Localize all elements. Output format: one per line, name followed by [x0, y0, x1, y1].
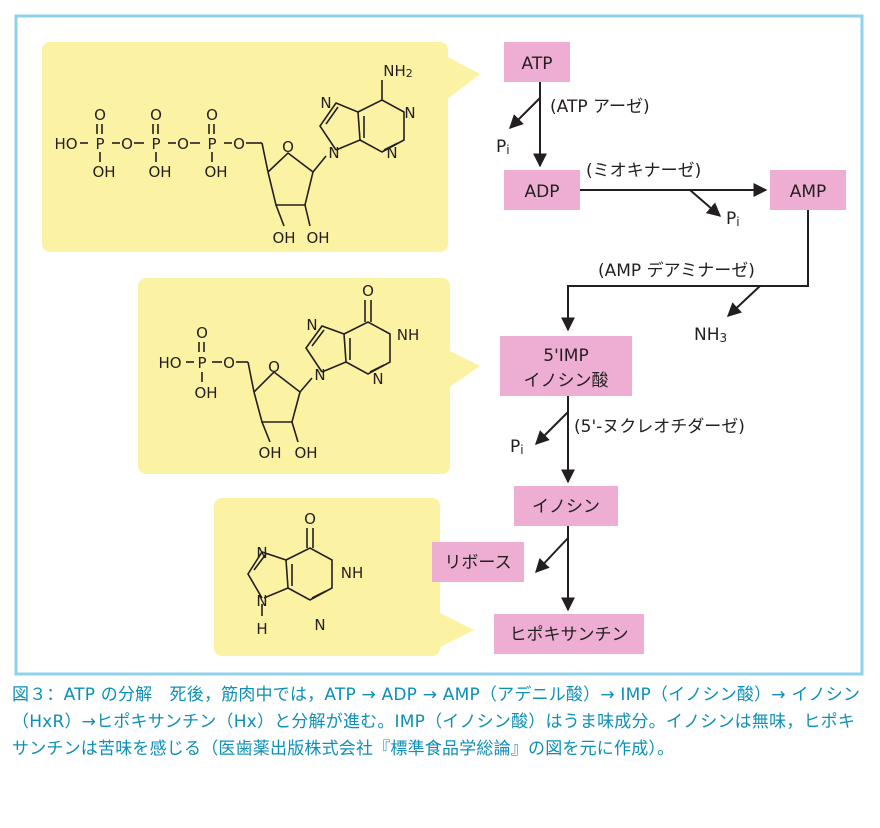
atp-n7: N	[320, 94, 331, 112]
atp-p3: P	[207, 135, 216, 153]
atp-ribose-o: O	[282, 138, 294, 156]
imp-o-top: O	[196, 324, 208, 342]
imp-label: 5'IMP	[543, 346, 588, 366]
atp-degradation-diagram: HO P O P O P O O O O OH OH OH O OH OH N …	[14, 14, 864, 676]
hx-n7: N	[256, 544, 267, 562]
atp-o-top3: O	[206, 106, 218, 124]
pi-label-1: Pi	[496, 137, 510, 157]
hx-h: H	[256, 620, 267, 638]
ribose-box	[432, 542, 524, 582]
hypoxanthine-structure-callout: O N NH N N H	[214, 498, 474, 656]
inosine-box	[514, 486, 618, 526]
atp-label: ATP	[522, 54, 553, 74]
hx-nh: NH	[341, 564, 364, 582]
imp-n3: N	[372, 370, 383, 388]
hypoxanthine-label: ヒポキサンチン	[510, 625, 629, 645]
atp-oh2: OH	[148, 163, 171, 181]
atpase-label: (ATP アーゼ)	[550, 97, 650, 117]
atp-o-bridge3: O	[233, 135, 245, 153]
atp-o-bridge1: O	[121, 135, 133, 153]
amp-deaminase-label: (AMP デアミナーゼ)	[598, 260, 755, 281]
atp-n9: N	[328, 144, 339, 162]
ribose-label: リボース	[444, 553, 511, 573]
atp-p2: P	[151, 135, 160, 153]
inosine-label: イノシン	[532, 497, 600, 517]
imp-n9: N	[314, 366, 325, 384]
hx-n3: N	[314, 616, 325, 634]
imp-ho-label: HO	[158, 354, 181, 372]
atp-oh3: OH	[204, 163, 227, 181]
hypoxanthine-box	[494, 614, 644, 654]
imp-nh: NH	[397, 326, 420, 344]
imp-ribose-oh1: OH	[258, 444, 281, 462]
atp-n3: N	[386, 144, 397, 162]
figure-caption: 図３：ATP の分解 死後，筋肉中では，ATP → ADP → AMP（アデニル…	[12, 685, 861, 759]
imp-n7: N	[306, 316, 317, 334]
atp-ribose-oh2: OH	[306, 229, 329, 247]
atp-n1: N	[404, 104, 415, 122]
imp-p: P	[197, 354, 206, 372]
imp-box	[500, 336, 632, 396]
amp-box	[770, 170, 846, 210]
hx-carbonyl-o: O	[304, 510, 316, 528]
atp-ribose-oh1: OH	[272, 229, 295, 247]
imp-structure-callout: HO P O O OH O OH OH N N N O NH	[138, 278, 480, 474]
atp-o-top1: O	[94, 106, 106, 124]
myokinase-label: (ミオキナーゼ)	[586, 161, 701, 181]
nh3-label: NH3	[694, 325, 727, 345]
nucleotidase-label: (5'-ヌクレオチダーゼ)	[574, 417, 745, 437]
atp-oh1: OH	[92, 163, 115, 181]
imp-o-bridge: O	[223, 354, 235, 372]
pi-label-3: Pi	[510, 437, 524, 457]
atp-box	[504, 42, 570, 82]
imp-carbonyl-o: O	[362, 282, 374, 300]
amp-label: AMP	[790, 182, 827, 202]
atp-structure-callout: HO P O P O P O O O O OH OH OH O OH OH N …	[42, 42, 480, 252]
adp-box	[504, 170, 580, 210]
adp-label: ADP	[525, 182, 560, 202]
imp-ribose-o: O	[268, 358, 280, 376]
imp-ribose-oh2: OH	[294, 444, 317, 462]
pathway: ATP ADP AMP 5'IMP イノシン酸 イノシン リボース ヒポキサンチ…	[432, 42, 846, 654]
atp-p1: P	[95, 135, 104, 153]
hx-n9: N	[256, 592, 267, 610]
atp-ho-label: HO	[54, 135, 77, 153]
atp-o-top2: O	[150, 106, 162, 124]
atp-nh2: NH2	[383, 62, 413, 80]
imp-oh: OH	[194, 384, 217, 402]
pi-label-2: Pi	[726, 209, 740, 229]
atp-o-bridge2: O	[177, 135, 189, 153]
imp-jp-label: イノシン酸	[524, 371, 609, 391]
